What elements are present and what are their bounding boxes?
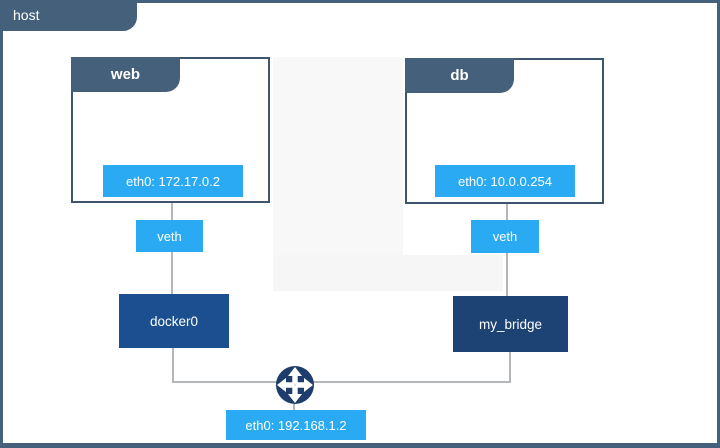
my-bridge-text: my_bridge — [478, 316, 543, 332]
veth-left-text: veth — [157, 228, 182, 244]
router-cross-arrows-icon — [275, 365, 315, 405]
container-db-title: db — [450, 67, 469, 84]
veth-right-text: veth — [492, 229, 518, 244]
container-db-tab: db — [405, 58, 514, 93]
docker0-text: docker0 — [149, 313, 199, 329]
connector-web-to-veth — [171, 203, 173, 220]
connector-veth-to-docker0 — [171, 252, 173, 294]
web-eth0-text: eth0: 172.17.0.2 — [126, 173, 220, 189]
db-eth0-text: eth0: 10.0.0.254 — [458, 173, 552, 189]
connector-db-to-veth — [506, 204, 508, 220]
veth-left-box: veth — [136, 220, 203, 252]
host-eth0-label: eth0: 192.168.1.2 — [226, 410, 366, 440]
connector-veth-to-mybridge — [506, 253, 508, 297]
container-web-tab: web — [71, 57, 180, 92]
connector-horizontal-bus — [172, 381, 511, 383]
web-eth0-label: eth0: 172.17.0.2 — [103, 165, 243, 197]
connector-mybridge-to-bus — [509, 352, 511, 383]
host-tab: host — [3, 3, 137, 31]
my-bridge-box: my_bridge — [453, 296, 568, 352]
router-icon-svg — [276, 366, 314, 404]
container-web-title: web — [110, 66, 141, 83]
background-shade — [273, 255, 503, 291]
host-eth0-text: eth0: 192.168.1.2 — [245, 417, 347, 433]
connector-router-to-eth0 — [293, 404, 295, 411]
docker0-bridge-box: docker0 — [119, 294, 229, 348]
veth-right-box: veth — [471, 220, 539, 253]
connector-docker0-to-bus — [172, 348, 174, 383]
host-label: host — [13, 7, 40, 23]
background-shade — [273, 57, 403, 257]
db-eth0-label: eth0: 10.0.0.254 — [435, 165, 575, 197]
